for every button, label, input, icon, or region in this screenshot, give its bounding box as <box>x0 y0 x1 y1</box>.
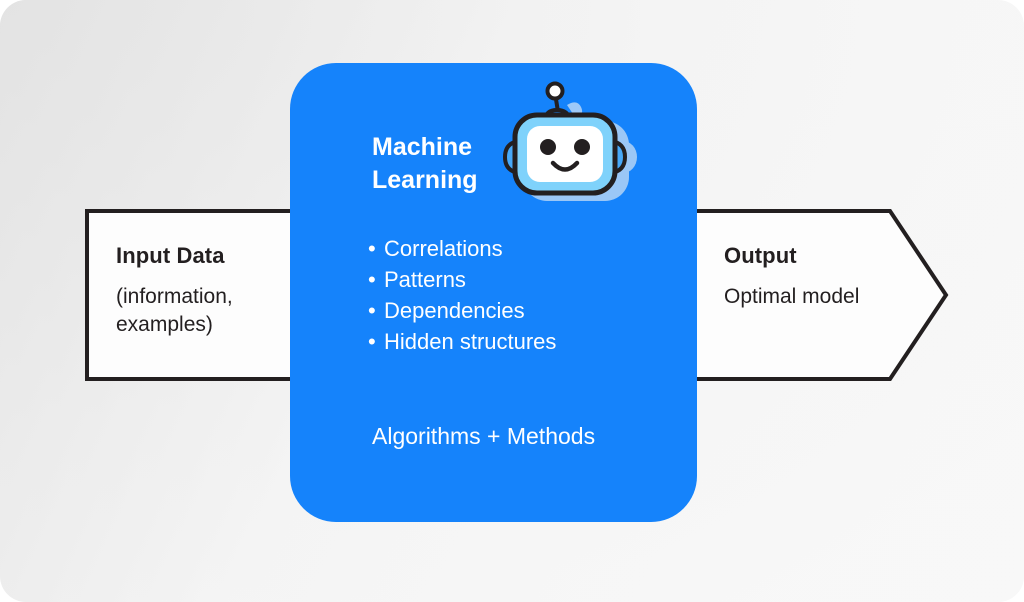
input-stage-text: Input Data (information,examples) <box>116 243 233 338</box>
input-stage-subtitle: (information,examples) <box>116 285 233 336</box>
output-stage-text: Output Optimal model <box>724 243 859 311</box>
machine-learning-title: Machine Learning <box>372 133 478 194</box>
list-item-label: Hidden structures <box>384 329 557 354</box>
bullet-marker: • <box>368 298 376 323</box>
machine-learning-card: Machine Learning <box>290 63 697 522</box>
input-stage-title: Input Data <box>116 243 225 268</box>
robot-eye-left <box>540 139 556 155</box>
robot-eye-right <box>574 139 590 155</box>
output-stage-subtitle: Optimal model <box>724 285 860 308</box>
machine-learning-footer: Algorithms + Methods <box>372 423 596 449</box>
list-item: • Correlations <box>368 233 556 264</box>
machine-learning-bullet-list: • Correlations • Patterns • Dependencies • H… <box>368 233 556 357</box>
list-item: • Dependencies <box>368 295 556 326</box>
list-item: • Hidden structures <box>368 326 556 357</box>
list-item-label: Correlations <box>384 236 503 261</box>
bullet-marker: • <box>368 236 376 261</box>
list-item-label: Patterns <box>384 267 466 292</box>
list-item-label: Dependencies <box>384 298 525 323</box>
bullet-marker: • <box>368 329 376 354</box>
output-stage-title: Output <box>724 243 797 268</box>
robot-mascot-icon <box>503 81 637 201</box>
list-item: • Patterns <box>368 264 556 295</box>
bullet-marker: • <box>368 267 376 292</box>
